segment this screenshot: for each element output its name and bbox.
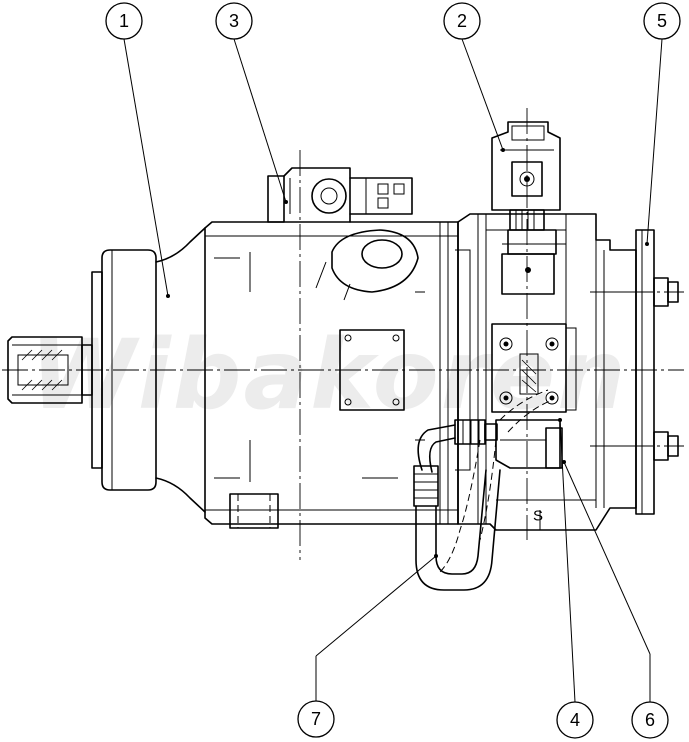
- callout-5: 5: [643, 2, 681, 40]
- leader-lines: [123, 38, 663, 703]
- callout-1: 1: [105, 2, 143, 40]
- callout-4: 4: [556, 701, 594, 739]
- callout-number-4: 4: [570, 710, 580, 730]
- control-valve-block: [491, 323, 577, 469]
- callout-2: 2: [443, 2, 481, 40]
- hose-assembly: [413, 389, 553, 591]
- callout-number-1: 1: [119, 11, 129, 31]
- callout-number-3: 3: [229, 11, 239, 31]
- drive-shaft: [7, 336, 93, 404]
- callout-6: 6: [631, 701, 669, 739]
- callout-3: 3: [215, 2, 253, 40]
- callout-number-7: 7: [311, 709, 321, 729]
- callout-number-2: 2: [457, 11, 467, 31]
- callout-number-6: 6: [645, 710, 655, 730]
- center-lines: [2, 108, 684, 560]
- solenoid-valve: [491, 121, 566, 295]
- callout-number-5: 5: [657, 11, 667, 31]
- port-label-s: S: [533, 508, 543, 525]
- pressure-compensator: [267, 167, 413, 223]
- callout-7: 7: [297, 700, 335, 738]
